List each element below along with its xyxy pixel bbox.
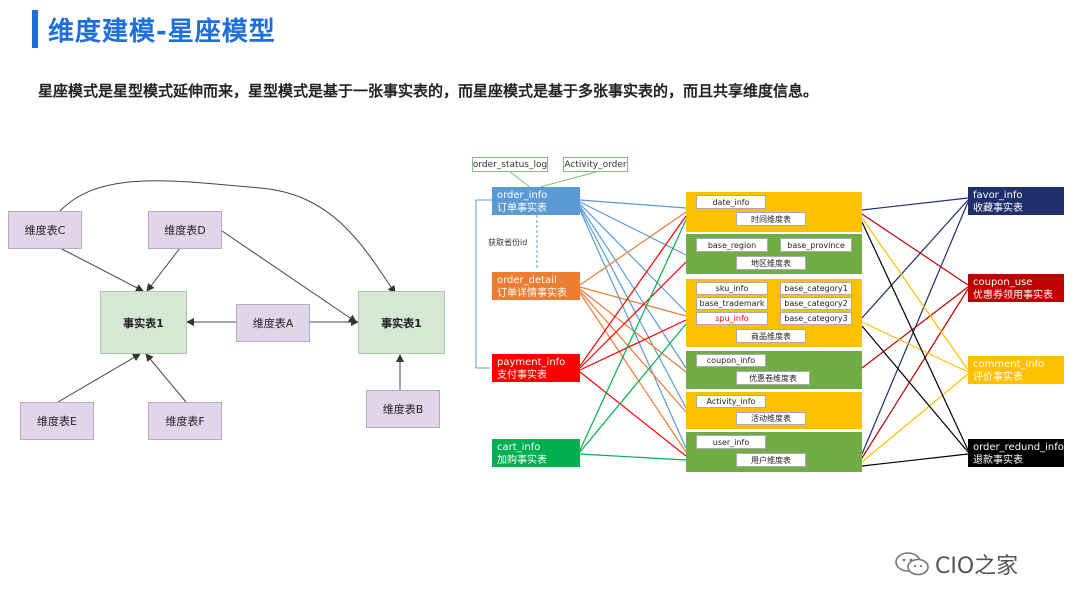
dim-item-coupon-info: coupon_info: [696, 354, 766, 367]
fact-favor-info: favor_info 收藏事实表: [968, 187, 1064, 215]
fact-order-detail-en: order_detail: [497, 275, 557, 286]
dim-table-c: 维度表C: [8, 211, 82, 249]
dim-caption-coupon: 优惠卷维度表: [736, 371, 810, 385]
dim-caption-region: 地区维度表: [736, 256, 806, 270]
fact-table-left: 事实表1: [100, 291, 187, 354]
fact-favor-info-zh: 收藏事实表: [973, 203, 1023, 214]
dim-item-base-category2: base_category2: [780, 297, 852, 310]
fact-order-detail: order_detail 订单详情事实表: [492, 272, 580, 300]
dim-item-base-trademark: base_trademark: [696, 297, 768, 310]
watermark-text: CIO之家: [935, 554, 1019, 579]
page-title: 维度建模-星座模型: [48, 17, 276, 47]
dim-item-spu-info: spu_info: [696, 312, 768, 325]
dim-caption-product: 商品维度表: [736, 329, 806, 343]
title-accent-bar: [32, 10, 38, 48]
fact-order-info: order_info 订单事实表: [492, 187, 580, 215]
dim-table-f: 维度表F: [148, 402, 222, 440]
dim-caption-activity: 活动维度表: [736, 412, 806, 425]
dim-table-b: 维度表B: [366, 390, 440, 428]
dim-group-product: sku_info base_category1 base_trademark b…: [686, 279, 862, 347]
dim-table-e: 维度表E: [20, 402, 94, 440]
fact-cart-info-en: cart_info: [497, 442, 541, 453]
dim-group-region: base_region base_province 地区维度表: [686, 234, 862, 274]
dim-caption-time: 时间维度表: [736, 212, 806, 226]
fact-cart-info: cart_info 加购事实表: [492, 439, 580, 467]
fact-coupon-use-zh: 优惠券领用事实表: [973, 290, 1053, 301]
fact-payment-info-en: payment_info: [497, 357, 566, 368]
fact-coupon-use-en: coupon_use: [973, 277, 1033, 288]
dim-item-activity-info: Activity_info: [696, 395, 766, 408]
dim-table-a: 维度表A: [236, 304, 310, 342]
watermark: CIO之家: [895, 548, 1018, 580]
fact-order-redund-info: order_redund_info 退款事实表: [968, 439, 1064, 467]
tag-activity-order: Activity_order: [563, 157, 628, 172]
fact-order-redund-info-en: order_redund_info: [973, 442, 1064, 453]
dim-group-user: user_info 用户维度表: [686, 432, 862, 472]
fact-favor-info-en: favor_info: [973, 190, 1023, 201]
fact-cart-info-zh: 加购事实表: [497, 455, 547, 466]
dim-item-base-category1: base_category1: [780, 282, 852, 295]
fact-payment-info-zh: 支付事实表: [497, 370, 547, 381]
fact-table-right: 事实表1: [358, 291, 445, 354]
fact-comment-info: comment_info 评价事实表: [968, 356, 1064, 384]
province-note: 获取省份id: [488, 238, 528, 247]
tag-order-status-log: order_status_log: [472, 157, 548, 172]
dim-item-date-info: date_info: [696, 195, 766, 209]
dim-caption-user: 用户维度表: [736, 453, 806, 467]
dim-item-base-province: base_province: [780, 238, 852, 252]
fact-order-detail-zh: 订单详情事实表: [497, 288, 567, 299]
dim-item-user-info: user_info: [696, 435, 766, 449]
dim-item-base-category3: base_category3: [780, 312, 852, 325]
dim-item-base-region: base_region: [696, 238, 768, 252]
wechat-icon: [895, 551, 929, 577]
page-subtitle: 星座模式是星型模式延伸而来，星型模式是基于一张事实表的，而星座模式是基于多张事实…: [38, 82, 819, 100]
fact-order-redund-info-zh: 退款事实表: [973, 455, 1023, 466]
dim-table-d: 维度表D: [148, 211, 222, 249]
dim-item-sku-info: sku_info: [696, 282, 768, 295]
fact-coupon-use: coupon_use 优惠券领用事实表: [968, 274, 1064, 302]
dim-group-activity: Activity_info 活动维度表: [686, 392, 862, 429]
fact-order-info-zh: 订单事实表: [497, 203, 547, 214]
dim-group-time: date_info 时间维度表: [686, 192, 862, 232]
fact-comment-info-zh: 评价事实表: [973, 372, 1023, 383]
fact-comment-info-en: comment_info: [973, 359, 1045, 370]
fact-order-info-en: order_info: [497, 190, 548, 201]
fact-payment-info: payment_info 支付事实表: [492, 354, 580, 382]
dim-group-coupon: coupon_info 优惠卷维度表: [686, 351, 862, 389]
